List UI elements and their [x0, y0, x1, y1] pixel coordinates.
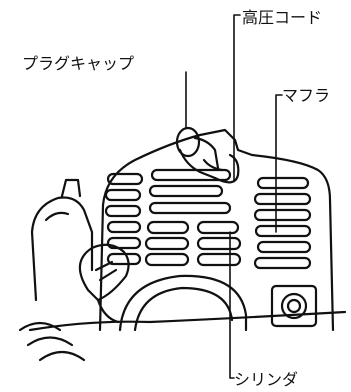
cylinder-fins — [106, 220, 312, 270]
muffler-label: マフラ — [282, 86, 331, 105]
plug-cap-label: プラグキャップ — [22, 54, 135, 73]
leader-cylinder — [229, 231, 235, 379]
bolt-icon — [270, 284, 318, 328]
pull-handle-icon — [78, 243, 130, 324]
leader-muffler — [275, 94, 283, 233]
plug-cap-icon — [175, 126, 224, 180]
high-voltage-cord-label: 高圧コード — [242, 8, 323, 27]
starter-recess-inner — [133, 286, 234, 332]
muffler-slots — [253, 176, 312, 254]
cover-outline — [98, 128, 335, 332]
fuel-tank-icon — [30, 178, 94, 302]
lower-fins — [18, 321, 86, 362]
cylinder-label: シリンダ — [234, 370, 299, 389]
upper-slots — [104, 168, 232, 218]
engine-base-outline — [28, 310, 347, 332]
starter-recess — [118, 274, 248, 332]
leader-hv — [233, 14, 241, 181]
